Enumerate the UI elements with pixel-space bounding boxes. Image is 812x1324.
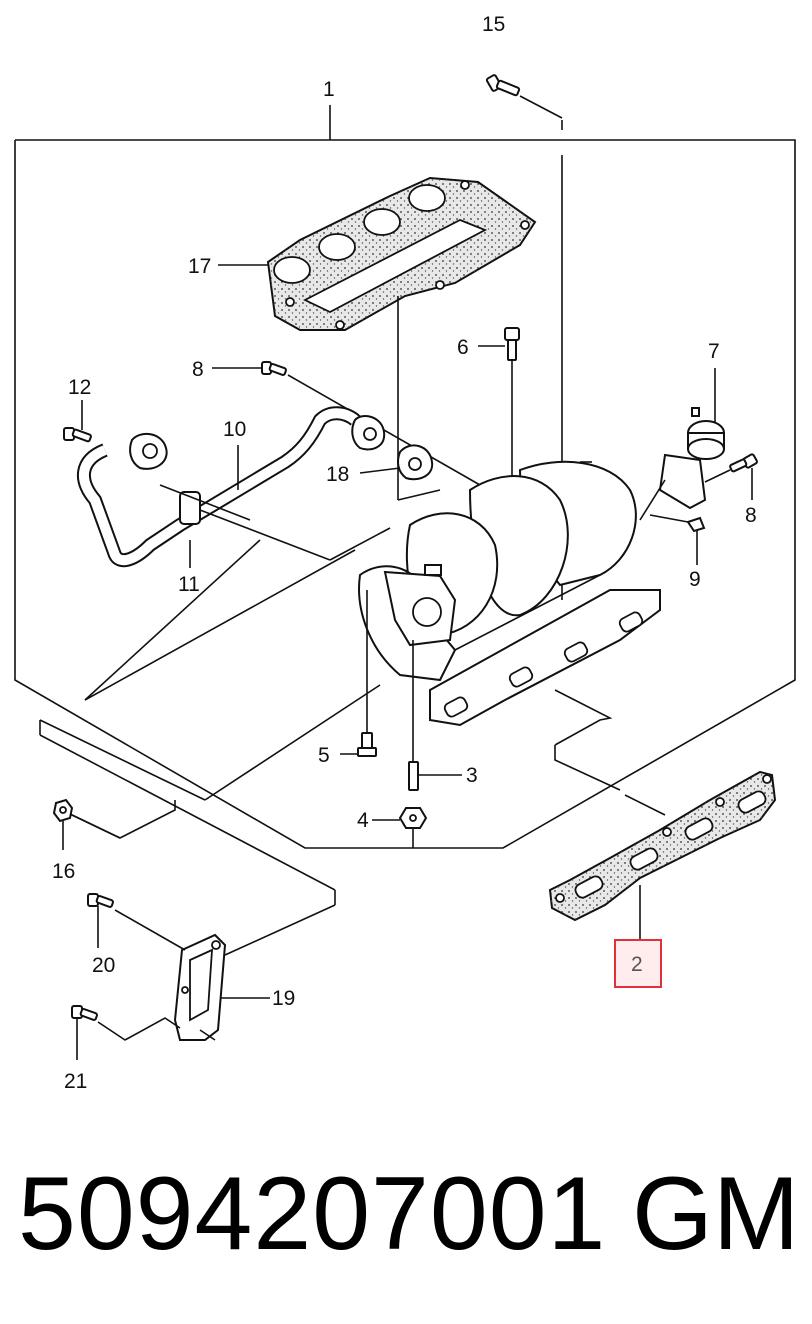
wastegate-actuator-7 xyxy=(639,407,725,521)
bracket-19 xyxy=(173,933,227,1041)
callout-10: 10 xyxy=(223,418,246,441)
oil-pipe-10 xyxy=(76,406,386,568)
callout-19: 19 xyxy=(272,987,295,1010)
callout-2: 2 xyxy=(631,953,643,976)
exhaust-manifold-gasket-2 xyxy=(548,770,777,922)
callout-16: 16 xyxy=(52,860,75,883)
bolt-20 xyxy=(87,893,114,908)
bolt-12 xyxy=(63,427,92,443)
bolt-8-right xyxy=(729,453,758,473)
part-number: 5094207001 xyxy=(18,1156,607,1272)
callout-15: 15 xyxy=(482,13,505,36)
callout-17: 17 xyxy=(188,255,211,278)
callout-5: 5 xyxy=(318,744,330,767)
bolt-21 xyxy=(71,1005,98,1021)
callout-2-layer: 2 xyxy=(631,953,643,976)
clip-9 xyxy=(686,516,706,533)
stud-3 xyxy=(408,761,419,791)
turbo-manifold-assembly xyxy=(358,460,661,727)
bolt-6 xyxy=(504,327,520,361)
callout-7: 7 xyxy=(708,340,720,363)
callout-1: 1 xyxy=(323,78,335,101)
callout-18: 18 xyxy=(326,463,349,486)
callout-8-right: 8 xyxy=(745,504,757,527)
assembly-boundary xyxy=(14,105,796,849)
nut-4 xyxy=(398,807,428,829)
callout-9: 9 xyxy=(689,568,701,591)
bolt-5 xyxy=(357,732,377,757)
brand-name: GM xyxy=(632,1156,800,1272)
callout-20: 20 xyxy=(92,954,115,977)
callout-4: 4 xyxy=(357,809,369,832)
callout-11: 11 xyxy=(178,573,200,596)
highlight-box-part-2 xyxy=(614,939,662,988)
gasket-18 xyxy=(397,444,434,481)
exploded-parts-diagram: 15 1 17 6 7 8 12 10 18 8 9 11 5 3 4 16 2… xyxy=(14,13,796,1093)
bolt-8-upper xyxy=(261,361,287,376)
callout-3: 3 xyxy=(466,764,478,787)
callout-21: 21 xyxy=(64,1070,87,1093)
callout-6: 6 xyxy=(457,336,469,359)
nut-16 xyxy=(52,798,74,823)
callout-8-upper: 8 xyxy=(192,358,204,381)
callout-12: 12 xyxy=(68,376,91,399)
head-gasket-17 xyxy=(266,176,537,331)
